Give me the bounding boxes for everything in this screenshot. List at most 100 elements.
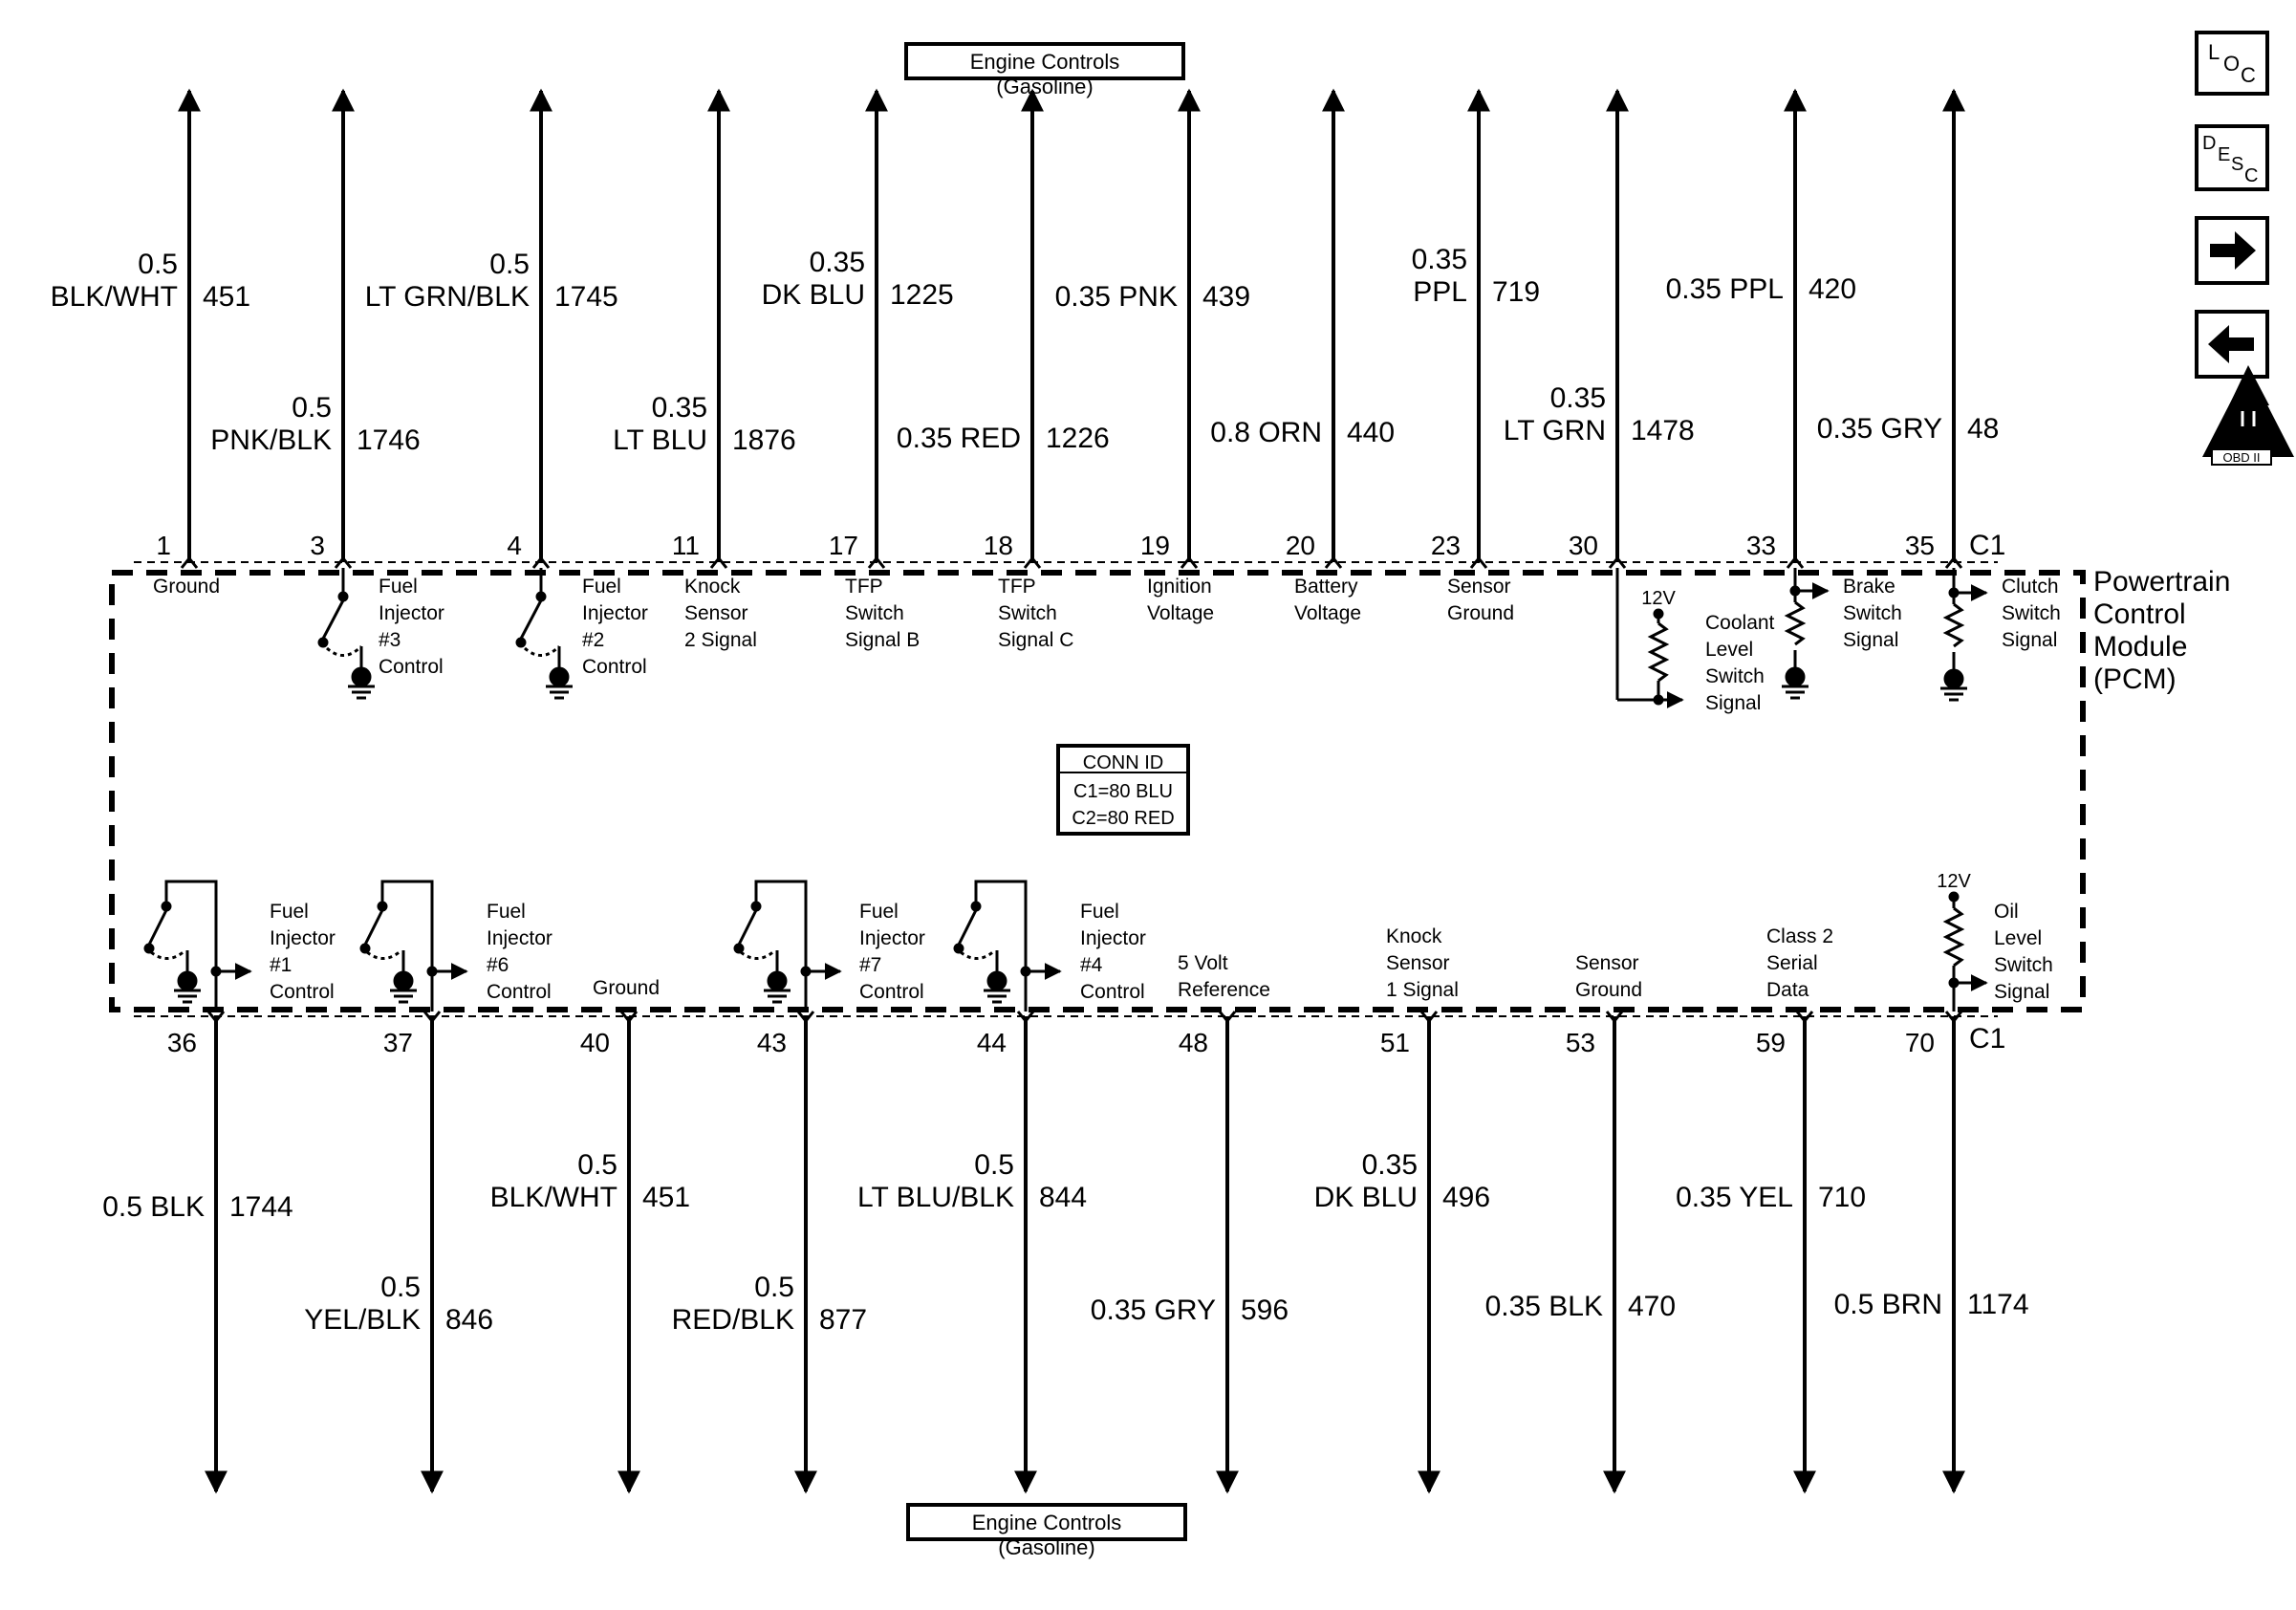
svg-text:C1=80 BLU: C1=80 BLU xyxy=(1073,781,1173,802)
wire-color-pin-30: LT GRN xyxy=(1504,415,1606,446)
function-label-pin-35: Clutch xyxy=(2002,576,2059,598)
desc-button[interactable]: D E S C xyxy=(2195,124,2269,191)
circuit-pin-59: 710 xyxy=(1818,1182,1866,1213)
function-label-pin-70: Signal xyxy=(1994,981,2049,1003)
function-label-pin-17: Switch xyxy=(845,602,904,624)
function-label-pin-19: Voltage xyxy=(1147,602,1214,624)
pin-number-23: 23 xyxy=(1431,531,1461,560)
function-label-pin-59: Data xyxy=(1766,979,1809,1001)
function-label-pin-37: Injector xyxy=(487,927,552,949)
circuit-pin-20: 440 xyxy=(1347,417,1395,448)
pin-number-48: 48 xyxy=(1179,1028,1208,1057)
wire-color-pin-43: RED/BLK xyxy=(672,1304,794,1336)
wire-spec-pin-36: 0.5 BLK xyxy=(102,1191,205,1223)
function-label-pin-35: Signal xyxy=(2002,629,2057,651)
function-label-pin-3: #3 xyxy=(379,629,401,651)
obd-ii-icon[interactable]: OBD II xyxy=(2202,365,2294,466)
bottom-wires xyxy=(205,1016,1965,1494)
oil-level-switch-icon xyxy=(1942,891,1988,1012)
circuit-pin-44: 844 xyxy=(1039,1182,1087,1213)
function-label-pin-4: #2 xyxy=(582,629,604,651)
forward-button[interactable] xyxy=(2195,216,2269,285)
wire-size-pin-11: 0.35 xyxy=(652,392,707,424)
function-label-pin-43: Injector xyxy=(859,927,925,949)
forward-arrow-icon xyxy=(2210,231,2256,270)
wire-spec-pin-33: 0.35 PPL xyxy=(1666,273,1784,305)
pin-number-53: 53 xyxy=(1566,1028,1595,1057)
function-label-pin-70: Oil xyxy=(1994,901,2019,923)
function-label-pin-44: Injector xyxy=(1080,927,1146,949)
function-label-pin-36: #1 xyxy=(270,954,292,976)
circuit-pin-70: 1174 xyxy=(1967,1289,2029,1320)
function-label-pin-53: Sensor xyxy=(1575,952,1639,974)
coolant-level-switch-icon xyxy=(1615,568,1684,708)
wire-size-pin-1: 0.5 xyxy=(138,249,178,280)
circuit-pin-51: 496 xyxy=(1442,1182,1490,1213)
svg-text:C: C xyxy=(2241,63,2256,87)
circuit-pin-19: 439 xyxy=(1202,281,1250,313)
function-label-pin-44: #4 xyxy=(1080,954,1103,976)
pin-number-43: 43 xyxy=(757,1028,787,1057)
pin-number-35: 35 xyxy=(1905,531,1935,560)
bottom-terminals xyxy=(206,1011,1963,1024)
wire-color-pin-37: YEL/BLK xyxy=(304,1304,421,1336)
pin-number-17: 17 xyxy=(829,531,858,560)
wire-spec-pin-19: 0.35 PNK xyxy=(1055,281,1178,313)
wire-color-pin-1: BLK/WHT xyxy=(51,281,178,313)
svg-text:(PCM): (PCM) xyxy=(2093,664,2177,695)
wire-color-pin-17: DK BLU xyxy=(762,279,865,311)
function-label-pin-23: Ground xyxy=(1447,602,1514,624)
svg-text:E: E xyxy=(2218,144,2230,165)
function-label-pin-48: 5 Volt xyxy=(1178,952,1228,974)
function-label-pin-33: Switch xyxy=(1843,602,1902,624)
function-label-pin-48: Reference xyxy=(1178,979,1270,1001)
function-label-pin-33: Signal xyxy=(1843,629,1898,651)
pin-number-11: 11 xyxy=(672,531,700,560)
pin-number-3: 3 xyxy=(310,531,325,560)
wire-size-pin-40: 0.5 xyxy=(577,1149,617,1181)
function-label-pin-19: Ignition xyxy=(1147,576,1212,598)
function-label-pin-44: Control xyxy=(1080,981,1145,1003)
loc-icon: L xyxy=(2208,40,2220,64)
wire-size-pin-51: 0.35 xyxy=(1362,1149,1418,1181)
top-reference-link[interactable]: Engine Controls (Gasoline) xyxy=(904,42,1185,98)
pin-number-70: 70 xyxy=(1905,1028,1935,1057)
injector-3-switch-icon xyxy=(317,568,375,700)
function-label-pin-3: Fuel xyxy=(379,576,418,598)
circuit-pin-4: 1745 xyxy=(554,281,618,313)
function-label-pin-43: Fuel xyxy=(859,901,899,923)
wire-color-pin-3: PNK/BLK xyxy=(210,424,332,456)
function-label-pin-18: Switch xyxy=(998,602,1057,624)
function-label-pin-18: TFP xyxy=(998,576,1036,598)
function-label-pin-70: Level xyxy=(1994,927,2042,949)
function-label-pin-20: Voltage xyxy=(1294,602,1361,624)
function-label-pin-36: Control xyxy=(270,981,335,1003)
function-label-pin-23: Sensor xyxy=(1447,576,1511,598)
function-label-pin-33: Brake xyxy=(1843,576,1895,598)
coolant-supply-label: 12V xyxy=(1641,588,1676,609)
wire-spec-pin-53: 0.35 BLK xyxy=(1485,1291,1603,1322)
brake-switch-icon xyxy=(1782,568,1830,700)
bottom-reference-link[interactable]: Engine Controls (Gasoline) xyxy=(906,1503,1187,1559)
injector-4-switch-icon xyxy=(953,880,1062,1012)
svg-text:OBD II: OBD II xyxy=(2222,450,2260,465)
circuit-pin-3: 1746 xyxy=(357,424,421,456)
wire-color-pin-11: LT BLU xyxy=(613,424,707,456)
function-label-pin-40: Ground xyxy=(593,977,660,999)
svg-text:Module: Module xyxy=(2093,631,2187,663)
function-label-pin-51: 1 Signal xyxy=(1386,979,1459,1001)
pin-number-36: 36 xyxy=(167,1028,197,1057)
wire-color-pin-4: LT GRN/BLK xyxy=(365,281,530,313)
loc-button[interactable]: L O C xyxy=(2195,31,2269,96)
pin-number-1: 1 xyxy=(156,531,171,560)
function-label-pin-3: Injector xyxy=(379,602,444,624)
wire-spec-pin-35: 0.35 GRY xyxy=(1817,413,1942,445)
wire-size-pin-17: 0.35 xyxy=(810,247,865,278)
function-label-pin-4: Fuel xyxy=(582,576,621,598)
back-button[interactable] xyxy=(2195,310,2269,379)
function-label-pin-17: Signal B xyxy=(845,629,920,651)
svg-text:C2=80 RED: C2=80 RED xyxy=(1072,808,1174,829)
wire-spec-pin-18: 0.35 RED xyxy=(897,423,1021,454)
circuit-pin-17: 1225 xyxy=(890,279,954,311)
